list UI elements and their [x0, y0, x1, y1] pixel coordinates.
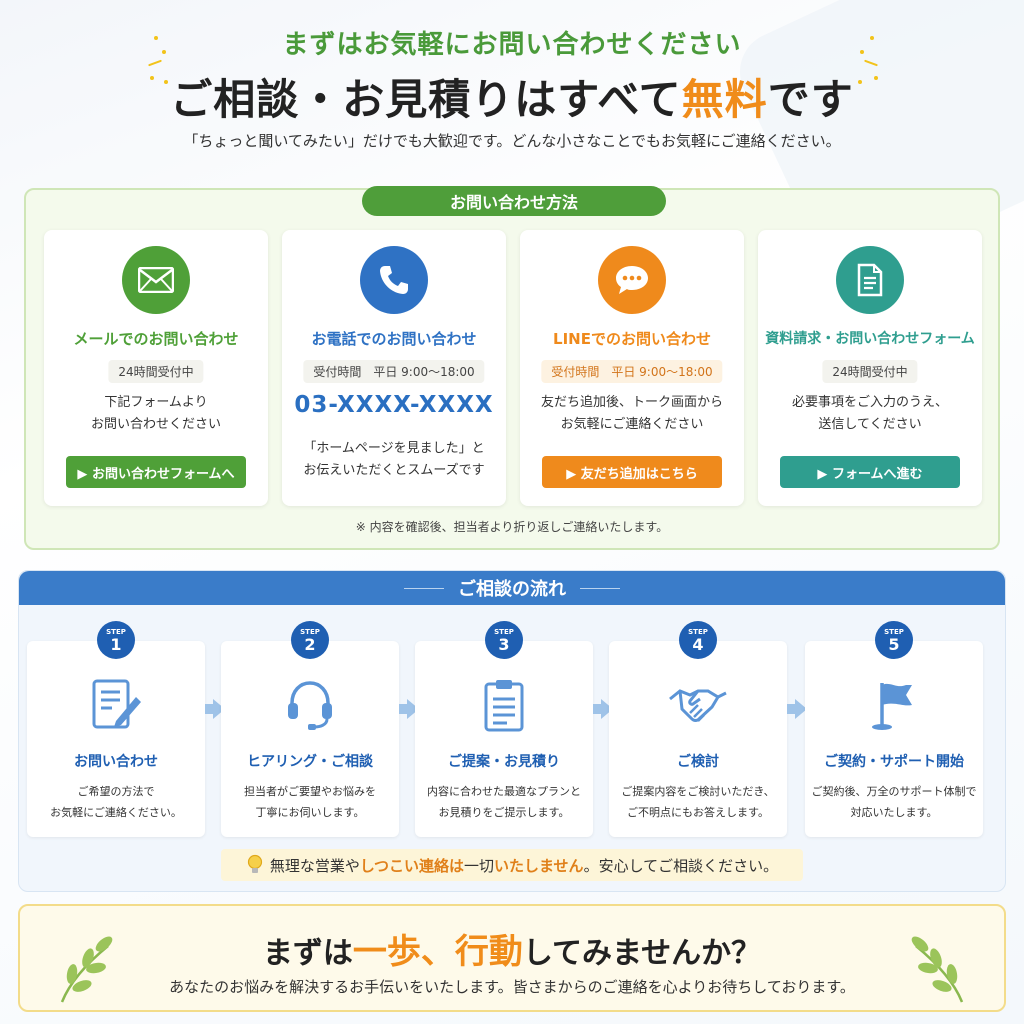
card-text: 友だち追加後、トーク画面からお気軽にご連絡ください — [540, 395, 723, 432]
step-description: ご契約後、万全のサポート体制で対応いたします。 — [811, 785, 977, 819]
hero-section: まずはお気軽にお問い合わせください ご相談・お見積りはすべて無料です 「ちょっと… — [0, 0, 1024, 170]
hero-subtitle: まずはお気軽にお問い合わせください — [282, 30, 742, 60]
reassurance-note: 無理な営業やしつこい連絡は一切いたしません。安心してご相談ください。 — [221, 849, 803, 881]
page-title: ご相談・お見積りはすべて無料です — [170, 75, 854, 124]
card-title: LINEでのお問い合わせ — [553, 330, 711, 348]
card-text: 下記フォームよりお問い合わせください — [90, 395, 221, 432]
card-text: 必要事項をご入力のうえ、送信してください — [791, 395, 948, 432]
hours-badge: 受付時間 平日 9:00〜18:00 — [541, 360, 723, 383]
step-title: お問い合わせ — [74, 754, 158, 770]
step-title: ご検討 — [677, 754, 719, 770]
call-to-action-section: まずは一歩、行動してみませんか？ あなたのお悩みを解決するお手伝いをいたします。… — [18, 904, 1006, 1012]
step-arrow-icon — [787, 699, 807, 719]
contact-methods-heading: お問い合わせ方法 — [362, 186, 666, 216]
card-title: お電話でのお問い合わせ — [311, 330, 477, 348]
card-text: 「ホームページを見ました」とお伝えいただくとスムーズです — [303, 441, 485, 478]
free-highlight: 無料 — [681, 75, 768, 124]
clipboard-icon — [484, 680, 524, 732]
leaf-icon — [911, 936, 964, 1003]
hours-badge: 24時間受付中 — [108, 360, 204, 383]
card-title: 資料請求・お問い合わせフォーム — [765, 331, 975, 347]
flag-icon — [872, 683, 912, 730]
step-title: ヒアリング・ご相談 — [247, 754, 373, 770]
contact-card-line: LINEでのお問い合わせ 受付時間 平日 9:00〜18:00 友だち追加後、ト… — [520, 230, 744, 506]
document-icon — [836, 246, 904, 314]
form-pen-icon — [92, 679, 141, 729]
step-description: 内容に合わせた最適なプランとお見積りをご提示します。 — [427, 785, 581, 819]
handshake-icon — [669, 689, 727, 722]
headset-icon — [288, 681, 332, 730]
step-description: ご提案内容をご検討いただき、ご不明点にもお答えします。 — [621, 785, 775, 819]
contact-card-form: 資料請求・お問い合わせフォーム 24時間受付中 必要事項をご入力のうえ、送信して… — [758, 230, 982, 506]
phone-number[interactable]: 03-XXXX-XXXX — [294, 392, 494, 418]
hours-badge: 24時間受付中 — [822, 360, 918, 383]
step-description: ご希望の方法でお気軽にご連絡ください。 — [50, 785, 182, 819]
sparkle-icon — [850, 36, 880, 86]
flow-heading: ご相談の流れ — [19, 571, 1005, 605]
cta-description: あなたのお悩みを解決するお手伝いをいたします。皆さまからのご連絡を心よりお待ちし… — [169, 978, 855, 996]
contact-note: ※ 内容を確認後、担当者より折り返しご連絡いたします。 — [355, 520, 669, 534]
contact-form-button[interactable]: ▶ お問い合わせフォームへ — [66, 456, 246, 488]
hero-description: 「ちょっと聞いてみたい」だけでも大歓迎です。どんな小さなことでもお気軽にご連絡く… — [183, 132, 841, 150]
step-title: ご契約・サポート開始 — [824, 754, 964, 770]
step-description: 担当者がご要望やお悩みを丁寧にお伺いします。 — [244, 785, 376, 819]
lightbulb-icon — [247, 854, 262, 873]
hours-badge: 受付時間 平日 9:00〜18:00 — [303, 360, 485, 383]
phone-icon — [360, 246, 428, 314]
mail-icon — [122, 246, 190, 314]
cta-title: まずは一歩、行動してみませんか？ — [262, 932, 762, 972]
contact-card-phone: お電話でのお問い合わせ 受付時間 平日 9:00〜18:00 03-XXXX-X… — [282, 230, 506, 506]
add-friend-button[interactable]: ▶ 友だち追加はこちら — [542, 456, 722, 488]
go-to-form-button[interactable]: ▶ フォームへ進む — [780, 456, 960, 488]
step-title: ご提案・お見積り — [448, 754, 560, 770]
contact-methods-section: お問い合わせ方法 メールでのお問い合わせ 24時間受付中 下記フォームよりお問い… — [24, 186, 1000, 550]
leaf-icon — [60, 936, 113, 1003]
contact-card-mail: メールでのお問い合わせ 24時間受付中 下記フォームよりお問い合わせください ▶… — [44, 230, 268, 506]
sparkle-icon — [148, 36, 178, 86]
chat-icon — [598, 246, 666, 314]
card-title: メールでのお問い合わせ — [73, 330, 239, 348]
